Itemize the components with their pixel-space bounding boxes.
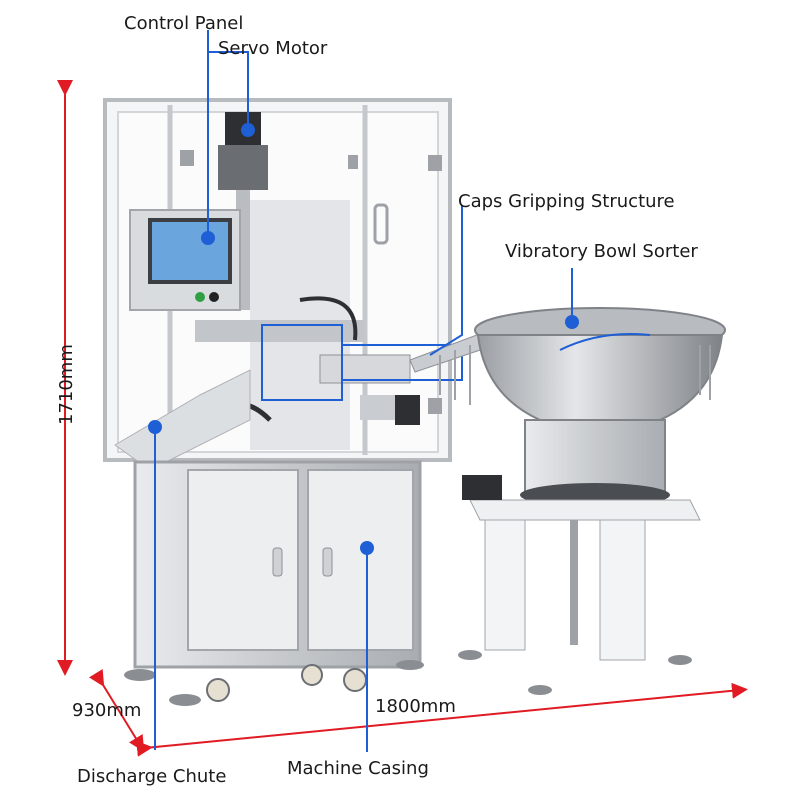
- label-control-panel: Control Panel: [124, 13, 244, 34]
- label-caps-gripping: Caps Gripping Structure: [458, 191, 675, 212]
- dimension-width: 1800mm: [375, 696, 456, 717]
- callout-dots: [148, 123, 579, 555]
- dimension-lines: [57, 80, 748, 757]
- gripping-highlight-box-2: [341, 344, 463, 381]
- vibratory-bowl-sorter: [458, 307, 726, 695]
- callout-leaders: [154, 30, 573, 752]
- label-vibratory-bowl: Vibratory Bowl Sorter: [505, 241, 698, 262]
- machine-casing: [124, 460, 424, 706]
- label-machine-casing: Machine Casing: [287, 758, 429, 779]
- label-discharge-chute: Discharge Chute: [77, 766, 227, 787]
- control-panel: [129, 209, 241, 311]
- dimension-depth: 930mm: [72, 700, 142, 721]
- label-servo-motor: Servo Motor: [218, 38, 328, 59]
- feeding-track: [409, 329, 496, 405]
- dimension-height: 1710mm: [56, 344, 77, 425]
